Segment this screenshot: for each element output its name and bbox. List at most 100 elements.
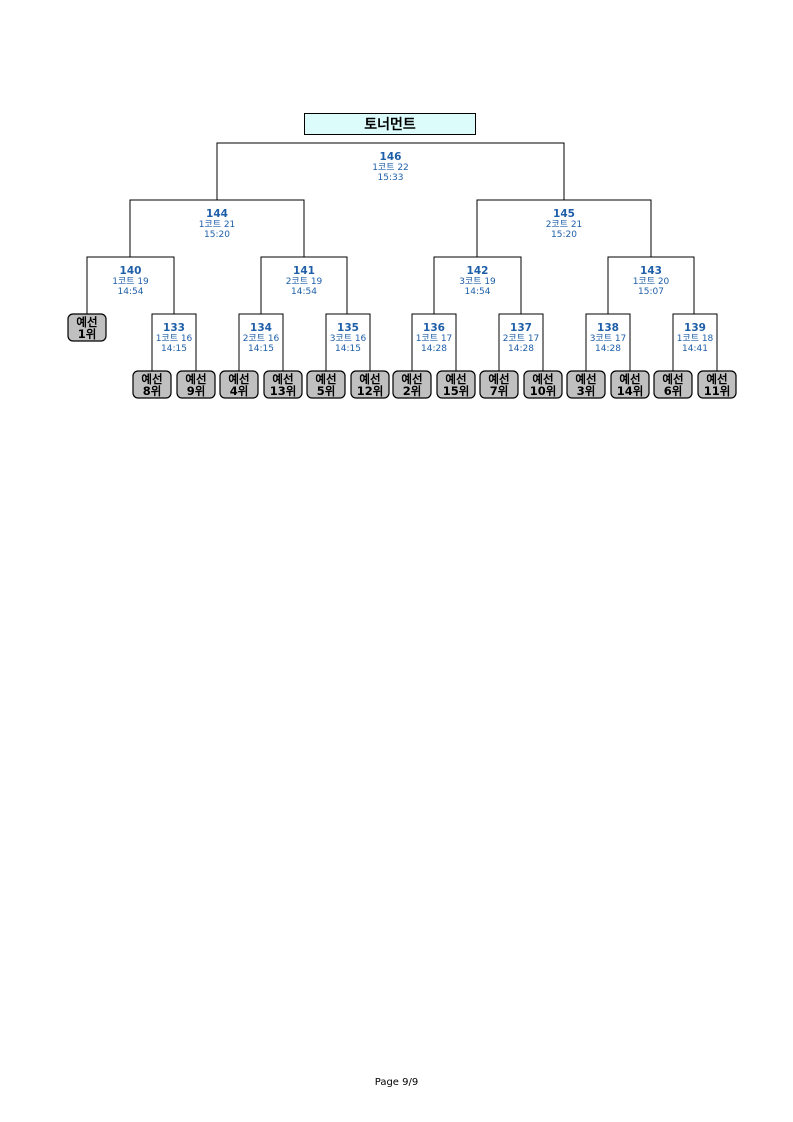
seed-rank: 9위 bbox=[187, 384, 206, 398]
bracket-line bbox=[607, 256, 695, 314]
seed-label: 예선 bbox=[575, 372, 596, 386]
seed-label: 예선 bbox=[532, 372, 553, 386]
bracket-line bbox=[476, 199, 652, 257]
seed-label: 예선 bbox=[76, 315, 97, 329]
match-time: 14:28 bbox=[421, 344, 447, 354]
seed-box bbox=[67, 313, 107, 342]
tournament-title: 토너먼트 bbox=[304, 113, 476, 135]
bracket-line bbox=[433, 256, 522, 314]
match-time: 14:54 bbox=[118, 287, 144, 297]
bracket-line bbox=[325, 313, 371, 371]
bracket-line bbox=[129, 199, 305, 257]
seed-label: 예선 bbox=[488, 372, 509, 386]
seed-box bbox=[263, 370, 303, 399]
seed-box bbox=[436, 370, 476, 399]
seed-rank: 1위 bbox=[78, 327, 97, 341]
seed-box bbox=[697, 370, 737, 399]
match-time: 14:41 bbox=[682, 344, 708, 354]
seed-rank: 5위 bbox=[317, 384, 336, 398]
seed-label: 예선 bbox=[662, 372, 683, 386]
seed-label: 예선 bbox=[359, 372, 380, 386]
match-court: 1코트 16 bbox=[156, 334, 193, 344]
match-time: 14:15 bbox=[248, 344, 274, 354]
match-number: 139 bbox=[684, 322, 706, 334]
seed-box bbox=[350, 370, 390, 399]
seed-rank: 3위 bbox=[577, 384, 596, 398]
seed-rank: 15위 bbox=[443, 384, 470, 398]
match-court: 1코트 20 bbox=[633, 277, 670, 287]
seed-box bbox=[523, 370, 563, 399]
match-time: 14:54 bbox=[465, 287, 491, 297]
seed-rank: 7위 bbox=[490, 384, 509, 398]
bracket-line bbox=[238, 313, 284, 371]
bracket-line bbox=[411, 313, 457, 371]
seed-label: 예선 bbox=[445, 372, 466, 386]
seed-rank: 14위 bbox=[617, 384, 644, 398]
seed-box bbox=[306, 370, 346, 399]
seed-rank: 11위 bbox=[704, 384, 731, 398]
match-court: 3코트 16 bbox=[330, 334, 367, 344]
match-number: 145 bbox=[553, 208, 575, 220]
match-court: 3코트 19 bbox=[459, 277, 496, 287]
seed-rank: 10위 bbox=[530, 384, 557, 398]
match-number: 140 bbox=[120, 265, 142, 277]
match-number: 134 bbox=[250, 322, 272, 334]
seed-box bbox=[392, 370, 432, 399]
bracket-line bbox=[86, 256, 175, 314]
match-time: 14:28 bbox=[595, 344, 621, 354]
match-court: 2코트 16 bbox=[243, 334, 280, 344]
match-court: 1코트 18 bbox=[677, 334, 714, 344]
match-time: 15:33 bbox=[378, 173, 404, 183]
seed-rank: 12위 bbox=[357, 384, 384, 398]
match-time: 15:20 bbox=[551, 230, 577, 240]
match-court: 2코트 19 bbox=[286, 277, 323, 287]
seed-box bbox=[610, 370, 650, 399]
match-court: 1코트 22 bbox=[372, 163, 409, 173]
bracket-line bbox=[585, 313, 631, 371]
seed-label: 예선 bbox=[619, 372, 640, 386]
match-time: 15:07 bbox=[638, 287, 664, 297]
match-time: 15:20 bbox=[204, 230, 230, 240]
match-number: 142 bbox=[467, 265, 489, 277]
bracket-line bbox=[151, 313, 197, 371]
match-court: 1코트 19 bbox=[112, 277, 149, 287]
match-number: 143 bbox=[640, 265, 662, 277]
seed-box bbox=[566, 370, 606, 399]
seed-label: 예선 bbox=[706, 372, 727, 386]
match-number: 146 bbox=[380, 151, 402, 163]
match-time: 14:15 bbox=[335, 344, 361, 354]
bracket-line bbox=[498, 313, 544, 371]
match-time: 14:54 bbox=[291, 287, 317, 297]
seed-rank: 2위 bbox=[403, 384, 422, 398]
match-number: 135 bbox=[337, 322, 359, 334]
seed-label: 예선 bbox=[228, 372, 249, 386]
match-number: 137 bbox=[510, 322, 532, 334]
match-time: 14:15 bbox=[161, 344, 187, 354]
seed-box bbox=[653, 370, 693, 399]
